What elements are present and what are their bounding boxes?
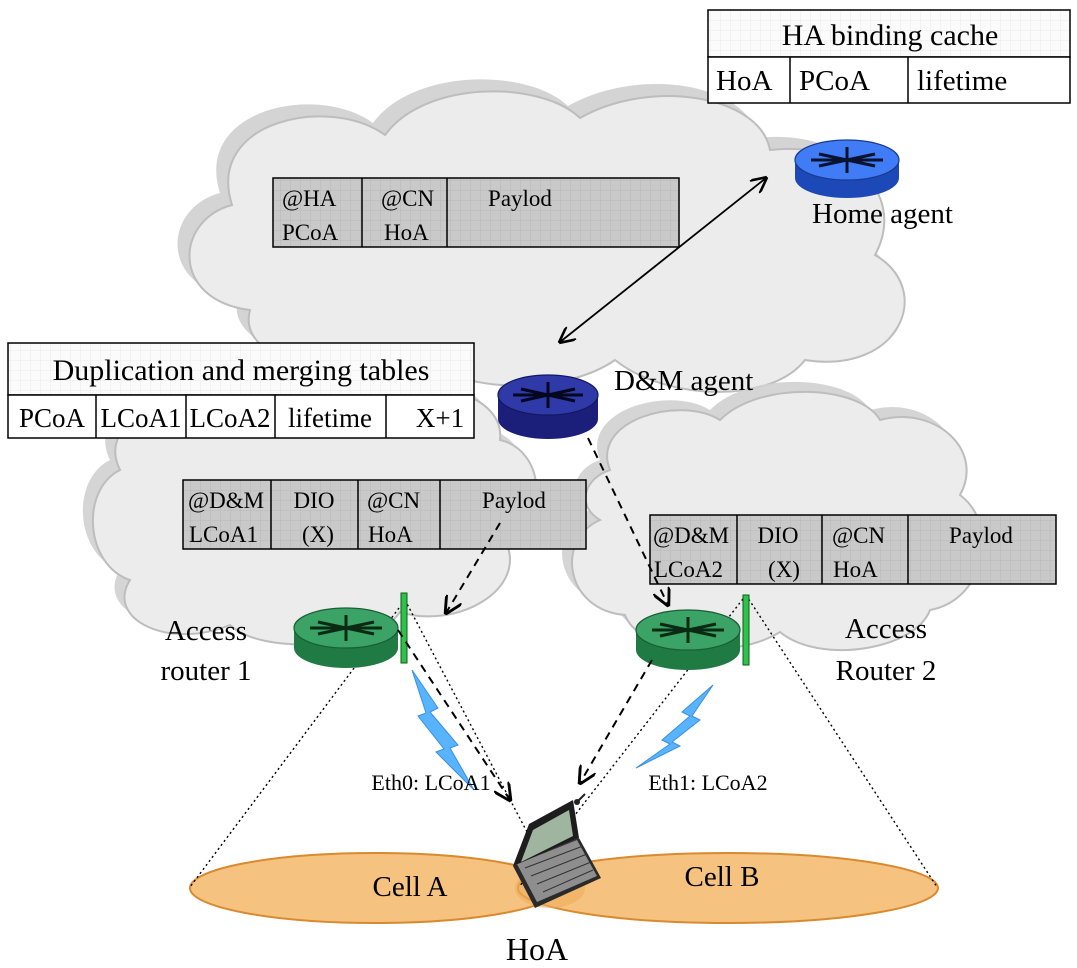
ha-binding-cache-table: HA binding cache HoA PCoA lifetime <box>707 9 1071 104</box>
cell-a-label: Cell A <box>373 871 448 903</box>
dm-tables-title: Duplication and merging tables <box>53 354 430 387</box>
packet-top-field2-line2: HoA <box>384 220 429 245</box>
packet-right-field3-line2: HoA <box>833 557 878 582</box>
wireless-left-lightning-icon <box>411 669 475 791</box>
dm-agent-router-icon <box>497 374 599 439</box>
access-router-2-label-line2: Router 2 <box>836 655 937 687</box>
dm-col-pcoa: PCoA <box>19 403 86 433</box>
packet-top-field1-line2: PCoA <box>282 220 339 245</box>
packet-right-field1-line1: @D&M <box>653 523 729 548</box>
access-router-2-icon <box>635 594 750 670</box>
packet-left-field1-line1: @D&M <box>188 488 264 513</box>
dm-col-lcoa2: LCoA2 <box>190 403 271 433</box>
packet-top-payload: Paylod <box>488 186 552 211</box>
packet-left-field3-line2: HoA <box>368 522 413 547</box>
packet-left-field2-line2: (X) <box>302 522 334 547</box>
home-agent-router-icon <box>794 139 900 198</box>
ha-cache-col-hoa: HoA <box>716 65 772 97</box>
ha-cache-title: HA binding cache <box>782 19 999 52</box>
dm-col-counter: X+1 <box>416 403 464 433</box>
ha-cache-col-lifetime: lifetime <box>917 65 1007 97</box>
packet-right-field1-line2: LCoA2 <box>654 557 723 582</box>
packet-left-payload: Paylod <box>482 488 546 513</box>
dm-col-lcoa1: LCoA1 <box>101 403 182 433</box>
home-agent-label: Home agent <box>812 198 953 230</box>
packet-top: @HA PCoA @CN HoA Paylod <box>272 177 680 248</box>
dm-col-lifetime: lifetime <box>288 403 372 433</box>
dm-tables: Duplication and merging tables PCoA LCoA… <box>7 342 475 439</box>
ha-cache-col-pcoa: PCoA <box>799 65 870 97</box>
ha-dm-link-arrow <box>560 178 766 342</box>
packet-right-field2-line1: DIO <box>758 523 799 548</box>
packet-top-field1-line1: @HA <box>282 186 337 211</box>
packet-top-field2-line1: @CN <box>381 186 435 211</box>
packet-left-field3-line1: @CN <box>367 488 421 513</box>
packet-right: @D&M LCoA2 DIO (X) @CN HoA Paylod <box>649 514 1057 585</box>
cell-b-label: Cell B <box>685 861 760 893</box>
mobile-node-icon <box>513 793 601 908</box>
eth0-label: Eth0: LCoA1 <box>371 770 490 795</box>
wireless-right-lightning-icon <box>635 684 714 769</box>
hoa-label: HoA <box>506 931 568 967</box>
access-router-2-label-line1: Access <box>845 613 927 645</box>
access-router-1-icon <box>293 592 408 668</box>
access-router-1-label-line2: router 1 <box>161 655 252 687</box>
packet-right-field3-line1: @CN <box>832 523 886 548</box>
packet-left: @D&M LCoA1 DIO (X) @CN HoA Paylod <box>182 479 587 550</box>
tunnel-arrows <box>397 437 668 800</box>
packet-left-field1-line2: LCoA1 <box>189 522 258 547</box>
packet-right-field2-line2: (X) <box>768 557 800 582</box>
packet-right-payload: Paylod <box>949 523 1013 548</box>
eth1-label: Eth1: LCoA2 <box>648 770 767 795</box>
access-router-1-label-line1: Access <box>165 615 247 647</box>
packet-left-field2-line1: DIO <box>294 488 335 513</box>
dm-agent-label: D&M agent <box>614 365 753 397</box>
